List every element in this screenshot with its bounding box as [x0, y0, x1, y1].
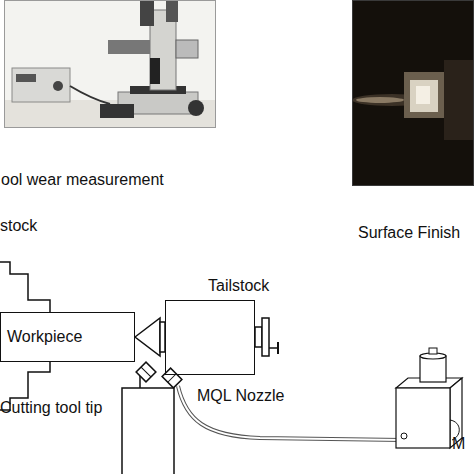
part-label: Cutting tool tip: [0, 400, 102, 416]
part-label: stock: [0, 218, 37, 234]
handwheel-handle: [269, 347, 278, 349]
tailstock-body: Tailstock: [165, 300, 255, 375]
tool-shank: [122, 388, 174, 474]
handwheel: [262, 318, 269, 356]
workpiece-bar: Workpiece: [0, 312, 135, 362]
photo-frame: Surface Finish: [352, 0, 474, 186]
handwheel-handle: [277, 342, 279, 354]
microscope-photo: [4, 0, 216, 128]
surface-photo: [352, 0, 474, 186]
part-label: M: [452, 436, 465, 452]
tool-tip: [136, 362, 156, 382]
mql-unit: [396, 348, 462, 448]
chuck-outline: [0, 262, 50, 312]
photo-caption: ool wear measurement: [1, 172, 164, 188]
photo-frame: ool wear measurement: [4, 0, 216, 128]
mql-tube: [178, 386, 402, 440]
mql-tube: [178, 386, 402, 440]
photo-caption: Surface Finish: [358, 225, 460, 241]
live-center: [135, 318, 160, 356]
part-label: Workpiece: [7, 329, 82, 345]
handwheel: [255, 327, 262, 347]
part-label: MQL Nozzle: [197, 388, 284, 404]
tool-post: [139, 376, 141, 388]
part-label: Tailstock: [208, 278, 269, 294]
